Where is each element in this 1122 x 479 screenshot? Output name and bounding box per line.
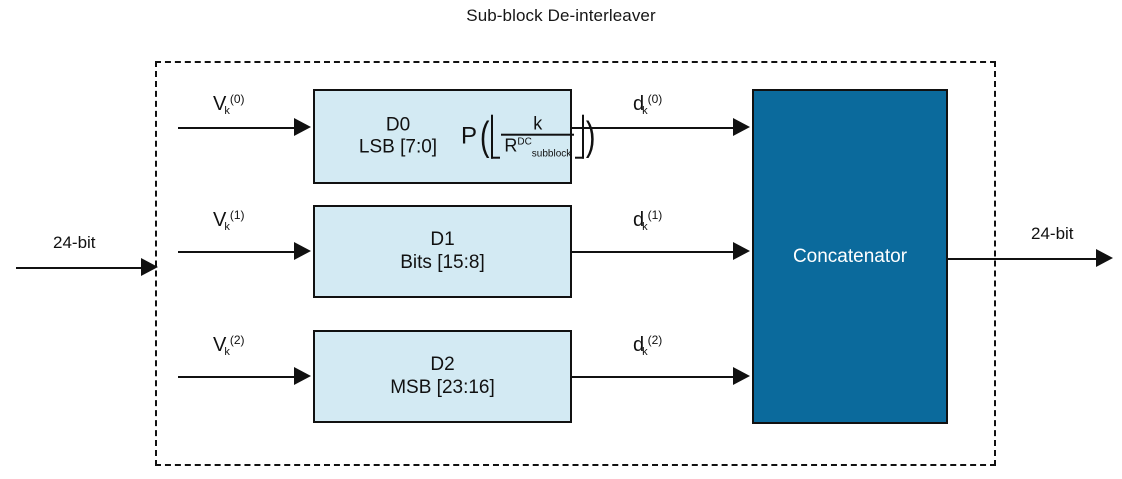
signal-d2-sup: (2) — [647, 333, 663, 347]
signal-v2-sup: (2) — [229, 333, 245, 347]
signal-v2-sub: k — [224, 346, 230, 358]
arrowhead-v1-to-d1 — [294, 242, 311, 260]
formula-numerator: k — [533, 113, 543, 134]
formula-paren-right: ) — [586, 114, 596, 159]
arrowhead-d0-to-concat — [733, 118, 750, 136]
block-d0-line1: D0 — [385, 114, 411, 136]
formula-paren-left: ( — [479, 114, 490, 159]
wire-d0-to-concat — [572, 127, 735, 129]
signal-label-v0: Vk(0) — [213, 92, 245, 117]
block-d1-line1: D1 — [430, 229, 455, 251]
signal-d1-sup: (1) — [647, 208, 663, 222]
signal-label-d2: dk(2) — [633, 333, 662, 358]
block-d0-formula: P ( k RDCsubblock ) — [461, 114, 598, 159]
signal-d0-sup: (0) — [647, 92, 663, 106]
formula-denominator-sub: subblock — [531, 147, 572, 159]
signal-v1-sup: (1) — [229, 208, 245, 222]
signal-v1-base: V — [213, 209, 227, 231]
signal-v0-sup: (0) — [229, 92, 245, 106]
signal-d2-sub: k — [642, 346, 648, 358]
input-arrowhead — [141, 258, 158, 276]
signal-label-d0: dk(0) — [633, 92, 662, 117]
signal-d1-base: d — [633, 209, 645, 231]
block-d0-inner: D0 LSB [7:0] P ( k RDCsubblock ) — [315, 91, 596, 182]
signal-v2-base: V — [213, 334, 227, 356]
arrowhead-v2-to-d2 — [294, 367, 311, 385]
signal-label-v1: Vk(1) — [213, 208, 245, 233]
formula-denominator-sup: DC — [517, 136, 532, 148]
block-concatenator[interactable]: Concatenator — [752, 89, 948, 424]
arrowhead-d2-to-concat — [733, 367, 750, 385]
block-d2[interactable]: D2 MSB [23:16] — [313, 330, 572, 423]
formula-denominator-base: R — [504, 135, 518, 156]
signal-d2-base: d — [633, 334, 645, 356]
signal-label-d1: dk(1) — [633, 208, 662, 233]
block-d2-line2: MSB [23:16] — [390, 376, 495, 398]
block-d0[interactable]: D0 LSB [7:0] P ( k RDCsubblock ) — [313, 89, 596, 184]
signal-d0-base: d — [633, 93, 645, 115]
input-wire — [16, 267, 143, 269]
formula-floor-right — [575, 114, 585, 159]
arrowhead-v0-to-d0 — [294, 118, 311, 136]
signal-d0-sub: k — [642, 105, 648, 117]
signal-v1-sub: k — [224, 221, 230, 233]
output-bitwidth-label: 24-bit — [1031, 224, 1074, 243]
wire-d1-to-concat — [572, 251, 735, 253]
block-d1[interactable]: D1 Bits [15:8] — [313, 205, 572, 298]
block-d0-line2: LSB [7:0] — [358, 136, 438, 158]
output-arrowhead — [1096, 249, 1113, 267]
wire-v1-to-d1 — [178, 251, 296, 253]
output-wire — [948, 258, 1100, 260]
signal-v0-base: V — [213, 93, 227, 115]
diagram-title: Sub-block De-interleaver — [466, 6, 656, 25]
formula-fraction: k RDCsubblock — [501, 113, 575, 159]
wire-d2-to-concat — [572, 376, 735, 378]
input-bitwidth-label: 24-bit — [53, 233, 96, 252]
block-d1-line2: Bits [15:8] — [400, 251, 485, 273]
signal-label-v2: Vk(2) — [213, 333, 245, 358]
formula-fraction-bar — [501, 133, 575, 136]
wire-v2-to-d2 — [178, 376, 296, 378]
formula-floor-left — [491, 114, 501, 159]
block-d2-line1: D2 — [430, 354, 455, 376]
concatenator-label: Concatenator — [792, 245, 908, 267]
wire-v0-to-d0 — [178, 127, 296, 129]
formula-function-p: P — [461, 122, 478, 150]
signal-v0-sub: k — [224, 105, 230, 117]
formula-denominator: RDCsubblock — [501, 135, 574, 159]
arrowhead-d1-to-concat — [733, 242, 750, 260]
block-d0-text: D0 LSB [7:0] — [333, 114, 463, 159]
signal-d1-sub: k — [642, 221, 648, 233]
